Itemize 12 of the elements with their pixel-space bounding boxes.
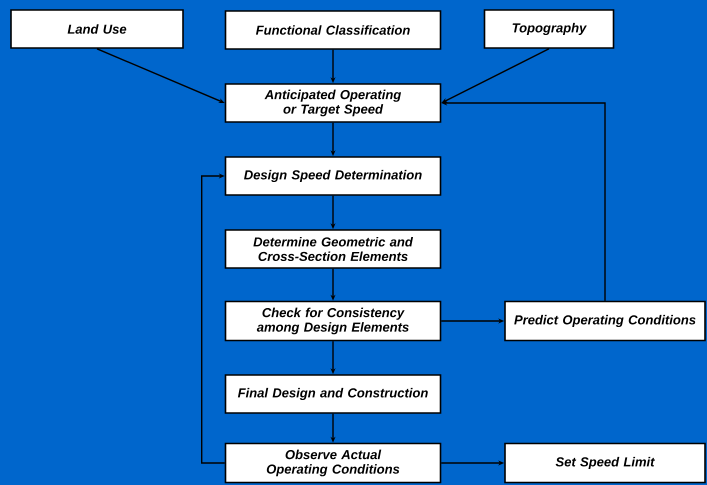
process-box: Functional Classification [224,10,442,50]
process-box: Predict Operating Conditions [504,300,706,342]
process-box: Design Speed Determination [224,156,442,196]
process-box: Topography [484,9,614,49]
arrow [201,173,225,464]
process-box: Observe Actual Operating Conditions [224,442,442,484]
process-box: Determine Geometric and Cross-Section Elements [224,229,442,269]
process-box: Check for Consistency among Design Elements [224,300,442,342]
process-box: Final Design and Construction [224,374,442,414]
process-box: Land Use [10,9,184,49]
process-box: Set Speed Limit [504,442,706,484]
process-box: Anticipated Operating or Target Speed [224,83,442,123]
